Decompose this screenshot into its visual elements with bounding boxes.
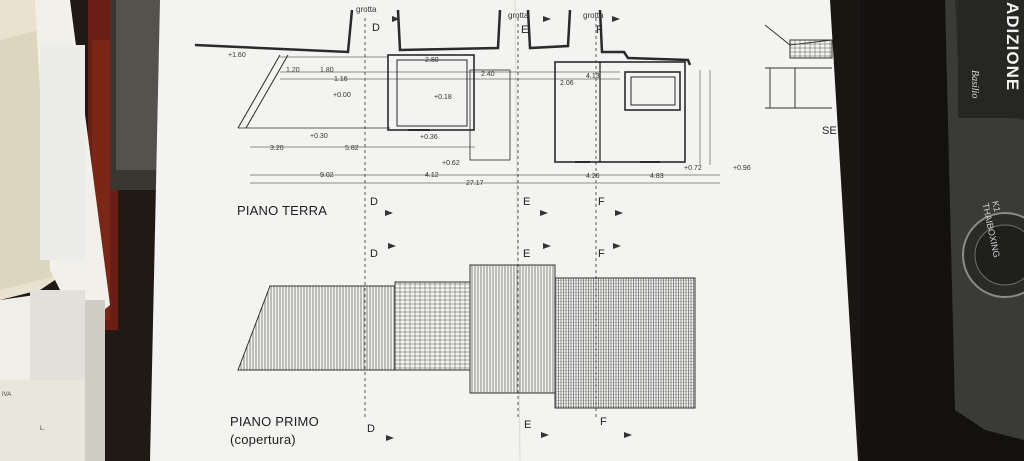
left-note-2: L.: [40, 426, 46, 432]
dim-13: 1.16: [334, 76, 348, 83]
book-subtitle: Basilio: [969, 70, 980, 99]
dim-6: 3.20: [270, 145, 284, 152]
section-cut-lines: [364, 18, 597, 420]
dim-11: 4.26: [586, 173, 600, 180]
level-6: +0.72: [684, 165, 702, 172]
dim-5: 4.13: [586, 73, 600, 80]
level-2: +0.00: [333, 92, 351, 99]
grotto-label-3: grotta: [583, 11, 604, 20]
dim-2: 2.80: [425, 57, 439, 64]
ground-floor-title: PIANO TERRA: [237, 203, 328, 218]
dim-1: 1.20: [286, 67, 300, 74]
book-title: ADIZIONE: [1003, 2, 1022, 92]
section-arrows: [385, 16, 632, 441]
dim-8: 9.02: [320, 172, 334, 179]
dim-9: 4.12: [425, 172, 439, 179]
dim-3: 1.80: [320, 67, 334, 74]
right-book: [860, 0, 1024, 461]
dim-7: 5.82: [345, 145, 359, 152]
section-d-first: D: [370, 248, 378, 260]
dim-14: 2.06: [560, 80, 574, 87]
ground-floor-plan: [194, 9, 720, 184]
level-3: +0.18: [434, 94, 452, 101]
left-note-1: IVA: [2, 392, 12, 398]
level-5: +0.62: [442, 160, 460, 167]
level-4: +0.30: [310, 133, 328, 140]
dim-4: 2.40: [481, 71, 495, 78]
left-paper-stack: [0, 0, 165, 461]
grotto-label-1: grotta: [356, 5, 377, 14]
first-floor-subtitle: (copertura): [230, 432, 296, 447]
level-7: +0.96: [733, 165, 751, 172]
section-f-first: F: [598, 248, 605, 260]
section-d-ground: D: [370, 196, 378, 208]
level-1: +1.60: [228, 52, 246, 59]
dim-10: 27.17: [466, 180, 484, 187]
section-d-top: D: [372, 22, 380, 34]
dim-12: 4.83: [650, 173, 664, 180]
section-e-top: E: [521, 24, 529, 36]
section-edge-label: SE: [822, 125, 837, 137]
section-d-bottom: D: [367, 423, 375, 435]
section-f-bottom: F: [600, 416, 607, 428]
first-floor-title: PIANO PRIMO: [230, 414, 319, 429]
section-detail: [764, 24, 833, 109]
section-e-first: E: [523, 248, 531, 260]
section-f-top: F: [596, 24, 603, 36]
section-e-ground: E: [523, 196, 531, 208]
section-e-bottom: E: [524, 419, 532, 431]
level-8: +0.36: [420, 134, 438, 141]
section-f-ground: F: [598, 196, 605, 208]
grotto-label-2: grotta: [508, 11, 529, 20]
first-floor-roof-plan: [237, 264, 696, 409]
